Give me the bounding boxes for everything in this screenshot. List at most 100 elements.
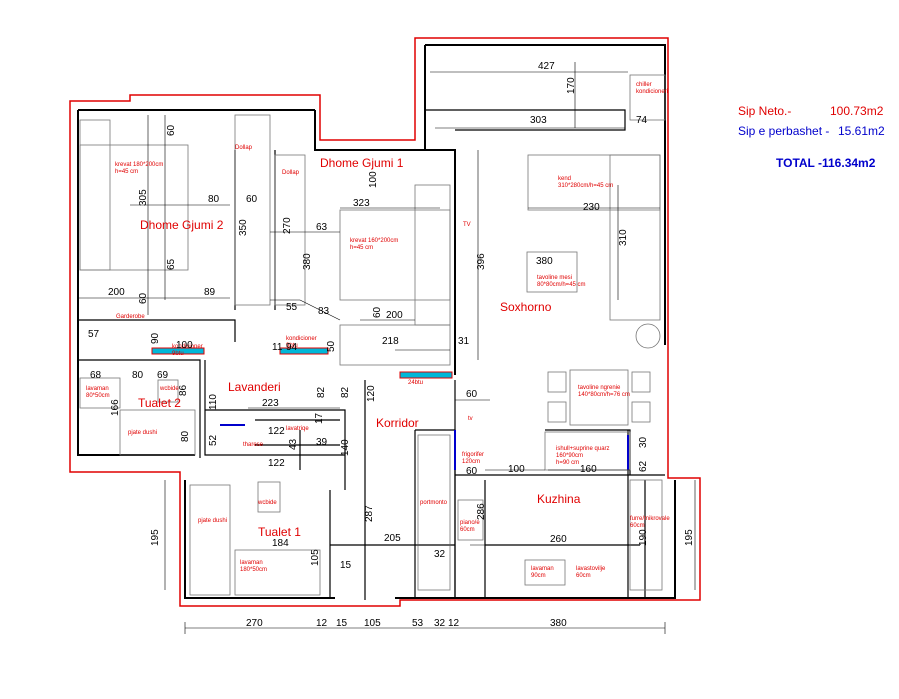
legend-net-value: 100.73m2 xyxy=(830,104,884,118)
note-oven: furre/mikrovale 60cm xyxy=(630,516,670,529)
dim-122a: 122 xyxy=(268,426,285,437)
dim-120: 120 xyxy=(366,385,377,402)
dim-166: 166 xyxy=(110,399,121,416)
dim-bottom-15: 15 xyxy=(336,618,348,629)
dim-60d: 60 xyxy=(372,306,383,318)
legend-total: TOTAL -116.34m2 xyxy=(776,156,876,170)
note-dollap-1: Dollap xyxy=(235,145,253,151)
dim-60e: 60 xyxy=(466,389,478,400)
dim-82a: 82 xyxy=(316,386,327,398)
dim-286: 286 xyxy=(476,503,487,520)
chair-3 xyxy=(631,371,651,393)
dim-60a: 60 xyxy=(166,124,177,136)
note-stove: piano/e 60cm xyxy=(460,520,480,533)
dim-90: 90 xyxy=(150,332,161,344)
dim-bottom-105: 105 xyxy=(364,618,381,629)
net-area-outline xyxy=(69,37,701,607)
stove xyxy=(457,499,484,541)
dim-bottom-270: 270 xyxy=(246,618,263,629)
dim-100a: 100 xyxy=(176,340,193,351)
note-sofa: kend 310*280cm/h=45 cm xyxy=(558,176,614,189)
ac-units xyxy=(151,347,453,379)
chair-4 xyxy=(631,401,651,423)
dim-bottom-12b: 12 xyxy=(448,618,460,629)
dim-30: 30 xyxy=(638,436,649,448)
dim-287: 287 xyxy=(364,505,375,522)
bed-1 xyxy=(339,209,451,301)
dim-303: 303 xyxy=(530,115,547,126)
dim-63: 63 xyxy=(316,222,328,233)
note-coffee-table: tavoline mesi 80*80cm/h=45 cm xyxy=(537,275,586,288)
sink-toilet2 xyxy=(79,377,121,409)
coffee-table xyxy=(526,251,578,293)
dim-82b: 82 xyxy=(340,386,351,398)
dim-94: 94 xyxy=(286,342,298,353)
dim-350: 350 xyxy=(238,219,249,236)
dim-55: 55 xyxy=(286,302,298,313)
chair-2 xyxy=(547,401,567,423)
dim-50: 50 xyxy=(326,340,337,352)
note-chiller: chiller kondicioneri xyxy=(636,82,669,95)
note-shower-1: pjate dushi xyxy=(198,518,228,524)
dim-bottom-53: 53 xyxy=(412,618,424,629)
note-ac-bed2: kondicioner 9btu xyxy=(172,344,203,357)
dim-17: 17 xyxy=(314,412,325,424)
note-wardrobe: Garderobe xyxy=(116,314,145,320)
dim-69: 69 xyxy=(157,370,169,381)
note-sink-1: lavaman 180*50cm xyxy=(240,560,268,573)
dim-427: 427 xyxy=(538,61,555,72)
note-wc-2: wcbide xyxy=(160,386,179,392)
chiller xyxy=(629,74,666,121)
fridge-unit xyxy=(417,434,451,591)
dim-11: 11 xyxy=(272,342,283,353)
dim-68: 68 xyxy=(90,370,102,381)
pillows-2 xyxy=(79,119,111,271)
dim-195-left: 195 xyxy=(150,529,161,546)
note-shower-2: pjate dushi xyxy=(128,430,158,436)
wc-toilet2 xyxy=(157,379,179,403)
dim-bottom-12: 12 xyxy=(316,618,328,629)
note-portmanto: portmonto xyxy=(420,500,448,506)
note-bed-1: krevat 160*200cm h=45 cm xyxy=(350,238,399,251)
dim-32a: 32 xyxy=(434,549,446,560)
room-toilet-2: Tualet 2 xyxy=(138,396,181,410)
dim-380b: 380 xyxy=(536,256,553,267)
legend-shared-value: 15.61m2 xyxy=(838,124,885,138)
dimension-lines xyxy=(78,62,696,634)
outer-walls xyxy=(77,44,676,599)
dining-table xyxy=(569,369,629,426)
room-kitchen: Kuzhina xyxy=(537,492,581,506)
room-toilet-1: Tualet 1 xyxy=(258,525,301,539)
dim-57: 57 xyxy=(88,329,100,340)
dim-200a: 200 xyxy=(108,287,125,298)
dim-60c: 60 xyxy=(138,292,149,304)
note-washer: lavatriqe xyxy=(286,426,309,432)
note-counter: ishull+suprine quarz 160*90cm h=90 cm xyxy=(556,446,610,466)
dim-60f: 60 xyxy=(466,466,478,477)
room-corridor: Korridor xyxy=(376,416,419,430)
dim-218: 218 xyxy=(382,336,399,347)
dim-86: 86 xyxy=(178,384,189,396)
note-wc-1: wcbide xyxy=(258,500,277,506)
dim-105: 105 xyxy=(310,549,321,566)
room-living: Soxhorno xyxy=(500,300,552,314)
dim-110: 110 xyxy=(208,394,219,410)
plant xyxy=(635,323,661,349)
dim-160: 160 xyxy=(580,464,597,475)
room-bedroom-2: Dhome Gjumi 2 xyxy=(140,218,224,232)
dim-190: 190 xyxy=(638,529,649,546)
dim-52: 52 xyxy=(208,434,219,446)
note-bed-2: krevat 180*200cm h=45 cm xyxy=(115,162,164,175)
dim-140: 140 xyxy=(340,439,351,456)
note-ac-bed1: kondicioner 9btu xyxy=(286,336,317,349)
room-bedroom-1: Dhome Gjumi 1 xyxy=(320,156,404,170)
dim-39: 39 xyxy=(316,437,328,448)
kitchen-sink xyxy=(524,559,566,586)
dim-305: 305 xyxy=(138,189,149,206)
note-ac-living: 24btu xyxy=(408,380,424,386)
dim-260: 260 xyxy=(550,534,567,545)
shower-tray-2 xyxy=(119,409,196,456)
legend-net-label: Sip Neto.- xyxy=(738,104,792,118)
dim-62: 62 xyxy=(638,460,649,472)
